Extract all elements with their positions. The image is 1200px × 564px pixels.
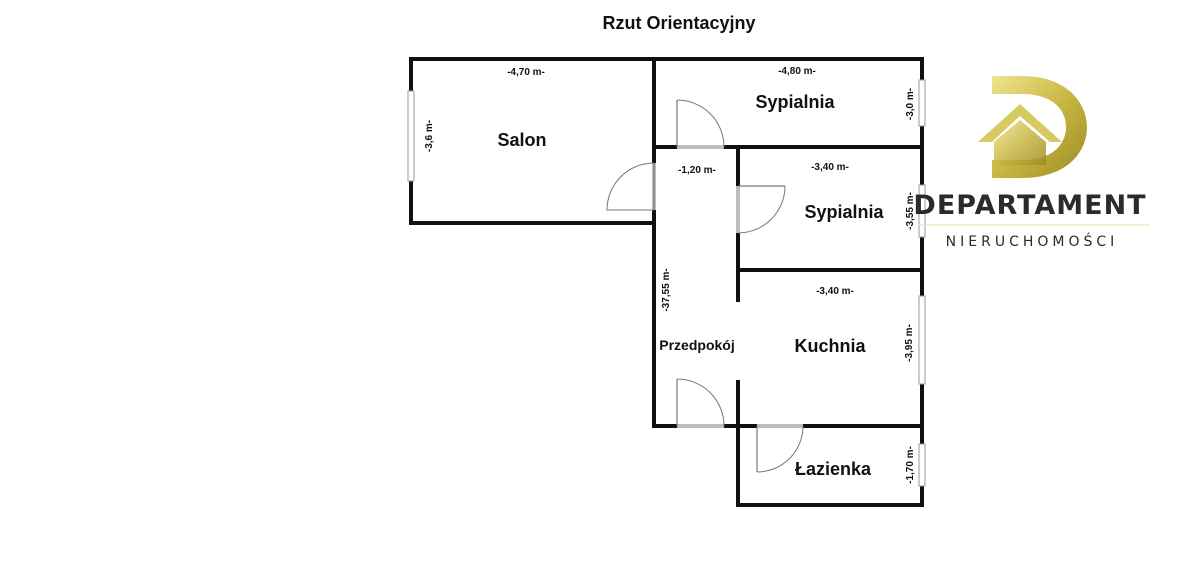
gold-d-house-logo-icon <box>978 76 1087 178</box>
room-labels: Salon Sypialnia Sypialnia Przedpokój Kuc… <box>497 92 884 479</box>
brand-logo: DEPARTAMENT NIERUCHOMOŚCI <box>913 76 1150 250</box>
dimension-labels: -4,70 m- -3,6 m- -4,80 m- -3,0 m- -1,20 … <box>424 66 916 484</box>
window-sypialnia-1 <box>918 79 926 127</box>
room-label-kuchnia: Kuchnia <box>794 336 866 356</box>
dim-kuchnia-height: -3,95 m- <box>904 324 915 362</box>
window-sypialnia-2 <box>918 184 926 238</box>
window-salon <box>407 90 415 182</box>
window-kuchnia <box>918 295 926 385</box>
dim-sypialnia-1-height: -3,0 m- <box>905 88 916 120</box>
doors <box>606 99 804 473</box>
plan-title: Rzut Orientacyjny <box>602 13 755 33</box>
dim-salon-width: -4,70 m- <box>507 67 545 78</box>
room-label-lazienka: Łazienka <box>795 459 872 479</box>
room-label-sypialnia-2: Sypialnia <box>804 202 884 222</box>
dim-lazienka-height: -1,70 m- <box>905 446 916 484</box>
dim-przedpokoj-length: -37,55 m- <box>661 268 672 311</box>
brand-name: DEPARTAMENT <box>913 190 1146 221</box>
dim-kuchnia-width: -3,40 m- <box>816 286 854 297</box>
dim-sypialnia-2-height: -3,55 m- <box>905 192 916 230</box>
room-label-sypialnia-1: Sypialnia <box>755 92 835 112</box>
window-lazienka <box>918 443 926 487</box>
dim-sypialnia-1-width: -4,80 m- <box>778 66 816 77</box>
room-label-salon: Salon <box>497 130 546 150</box>
dim-salon-height: -3,6 m- <box>424 120 435 152</box>
room-label-przedpokoj: Przedpokój <box>659 337 734 353</box>
windows <box>407 79 926 487</box>
dim-przedpokoj-width: -1,20 m- <box>678 165 716 176</box>
brand-subtitle: NIERUCHOMOŚCI <box>946 232 1119 250</box>
dim-sypialnia-2-width: -3,40 m- <box>811 162 849 173</box>
